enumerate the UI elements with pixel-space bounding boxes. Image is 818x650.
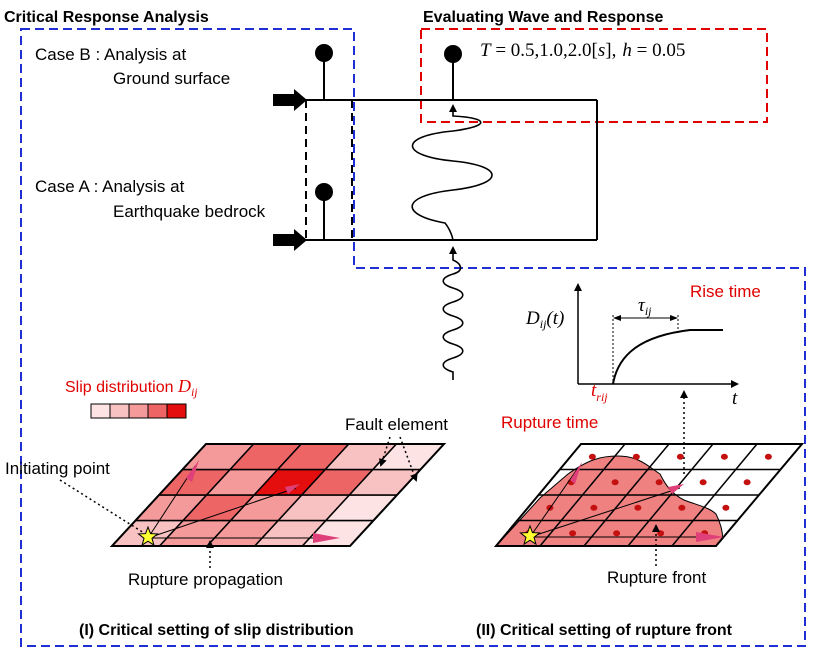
fault-node — [590, 504, 598, 511]
case-b-label-line2: Ground surface — [113, 69, 230, 88]
fault-node — [613, 530, 621, 537]
heading-critical-response: Critical Response Analysis — [4, 9, 209, 26]
oscillator-surface-b — [315, 44, 333, 100]
oscillator-surface-eval — [444, 45, 462, 100]
fault-node — [569, 530, 577, 537]
initiating-point-star-right — [519, 524, 541, 546]
fault-node — [634, 504, 642, 511]
soil-layer — [305, 99, 598, 241]
slip-time-curve — [612, 329, 723, 385]
time-axis-label: t — [732, 388, 738, 409]
slip-scale-swatch — [128, 403, 149, 419]
response-parameters: T = 0.5,1.0,2.0[s],h = 0.05 — [480, 40, 685, 61]
case-a-label-line2: Earthquake bedrock — [113, 202, 266, 221]
rupture-time-label: Rupture time — [501, 413, 598, 432]
initiating-point-star-left — [137, 525, 159, 547]
slip-scale — [90, 403, 187, 419]
rupture-propagation-label: Rupture propagation — [128, 570, 283, 589]
evaluating-wave-frame — [420, 28, 768, 123]
slip-scale-swatch — [166, 403, 187, 419]
rupture-time-symbol: trij — [591, 380, 608, 404]
slip-scale-swatch — [147, 403, 168, 419]
rise-time-symbol: τij — [638, 295, 652, 318]
fault-node — [588, 453, 596, 460]
fault-node — [655, 479, 663, 486]
fault-node — [764, 453, 772, 460]
fault-node — [678, 504, 686, 511]
critical-response-frame — [20, 28, 806, 647]
fault-node — [722, 504, 730, 511]
case-a-label-line1: Case A : Analysis at — [35, 177, 185, 196]
slip-rupture-arrows — [147, 460, 340, 543]
slip-fault-plane — [109, 443, 447, 547]
caption-rupture-front: (II) Critical setting of rupture front — [476, 622, 733, 639]
front-rupture-arrows — [529, 462, 724, 542]
slip-scale-swatch — [109, 403, 130, 419]
rupture-front-label: Rupture front — [607, 568, 706, 587]
slip-time-function-plot — [574, 283, 739, 388]
slip-scale-swatch — [90, 403, 111, 419]
rise-time-label: Rise time — [690, 282, 761, 301]
fault-node — [611, 479, 619, 486]
rupture-front-fault-plane — [493, 443, 805, 547]
slip-distribution-label: Slip distribution Dij — [65, 376, 198, 399]
slip-time-y-label: Dij(t) — [525, 308, 564, 331]
fault-node — [699, 479, 707, 486]
fault-node — [657, 530, 665, 537]
input-arrow-ground — [273, 89, 307, 111]
oscillator-bedrock-a — [315, 183, 333, 240]
heading-evaluating-wave: Evaluating Wave and Response — [423, 9, 663, 26]
fault-node — [676, 453, 684, 460]
bedrock-wave — [442, 246, 464, 380]
fault-node — [720, 453, 728, 460]
fault-element-label: Fault element — [345, 415, 448, 434]
fault-node — [632, 453, 640, 460]
case-b-label-line1: Case B : Analysis at — [35, 45, 186, 64]
ruptured-area — [496, 455, 724, 546]
input-arrow-bedrock — [273, 229, 307, 251]
fault-node — [743, 479, 751, 486]
initiating-point-label: Initiating point — [5, 459, 110, 478]
surface-wave — [411, 104, 493, 241]
caption-slip-distribution: (I) Critical setting of slip distributio… — [79, 622, 354, 639]
